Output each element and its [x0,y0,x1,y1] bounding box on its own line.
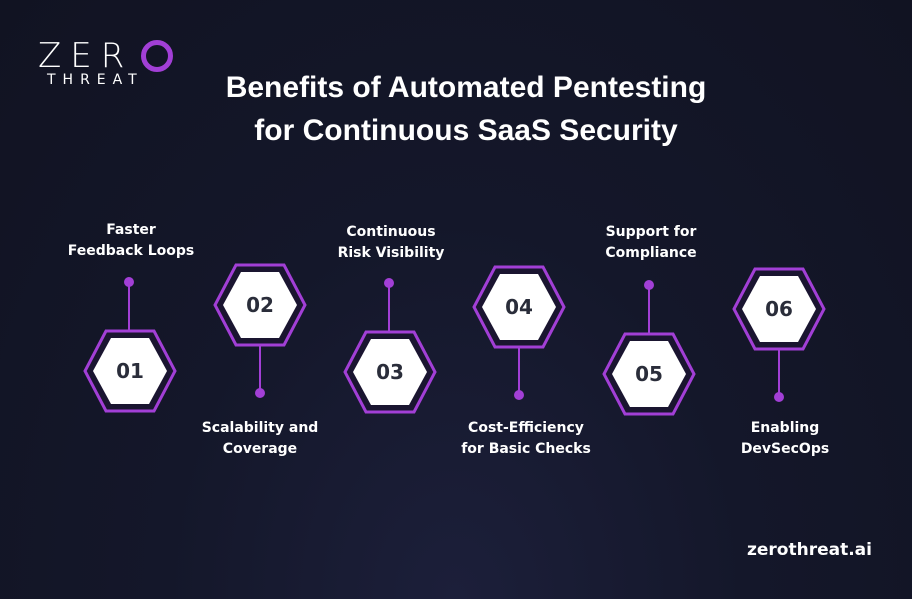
step-04-number: 04 [505,295,533,319]
step-05-connector [644,280,654,337]
step-01-hexagon: 01 [82,328,178,414]
step-01-label-line-1: Faster [106,222,156,238]
step-02-connector [255,345,265,398]
logo-ring-icon [141,40,173,72]
logo-subtitle: THREAT [47,72,144,88]
step-04-hexagon: 04 [471,264,567,350]
step-01-connector [124,277,134,334]
step-05-number: 05 [635,362,663,386]
step-01-number: 01 [116,359,144,383]
step-02-hexagon: 02 [212,262,308,348]
step-05-label: Support for Compliance [571,222,731,264]
zerothreat-logo: ZER THREAT [38,36,173,96]
step-06-label-line-2: DevSecOps [740,441,830,457]
step-06-label: Enabling DevSecOps [705,418,865,460]
step-01-label: Faster Feedback Loops [51,220,211,262]
website-url: zerothreat.ai [747,540,872,560]
step-03-label-line-1: Continuous [346,224,436,240]
step-06-label-line-1: Enabling [750,420,820,436]
step-06-connector [774,349,784,402]
step-03-connector [384,278,394,335]
step-03-hexagon: 03 [342,329,438,415]
step-03-label-line-2: Risk Visibility [337,245,445,261]
step-02-number: 02 [246,293,274,317]
step-03-label: Continuous Risk Visibility [311,222,471,264]
step-02-label-line-2: Coverage [222,441,298,457]
page-title: Benefits of Automated Pentesting for Con… [190,66,742,152]
logo-wordmark: ZER [38,36,134,76]
step-04-label-line-1: Cost-Efficiency [468,420,584,436]
step-05-hexagon: 05 [601,331,697,417]
step-06-hexagon: 06 [731,266,827,352]
step-04-connector [514,347,524,400]
step-06-number: 06 [765,297,793,321]
step-04-label-line-2: for Basic Checks [461,441,591,457]
step-05-label-line-2: Compliance [605,245,697,261]
title-line-2: for Continuous SaaS Security [254,114,678,147]
title-line-1: Benefits of Automated Pentesting [225,71,707,104]
step-02-label: Scalability and Coverage [180,418,340,460]
step-03-number: 03 [376,360,404,384]
step-02-label-line-1: Scalability and [201,420,319,436]
step-05-label-line-1: Support for [605,224,697,240]
step-01-label-line-2: Feedback Loops [67,243,195,259]
step-04-label: Cost-Efficiency for Basic Checks [446,418,606,460]
